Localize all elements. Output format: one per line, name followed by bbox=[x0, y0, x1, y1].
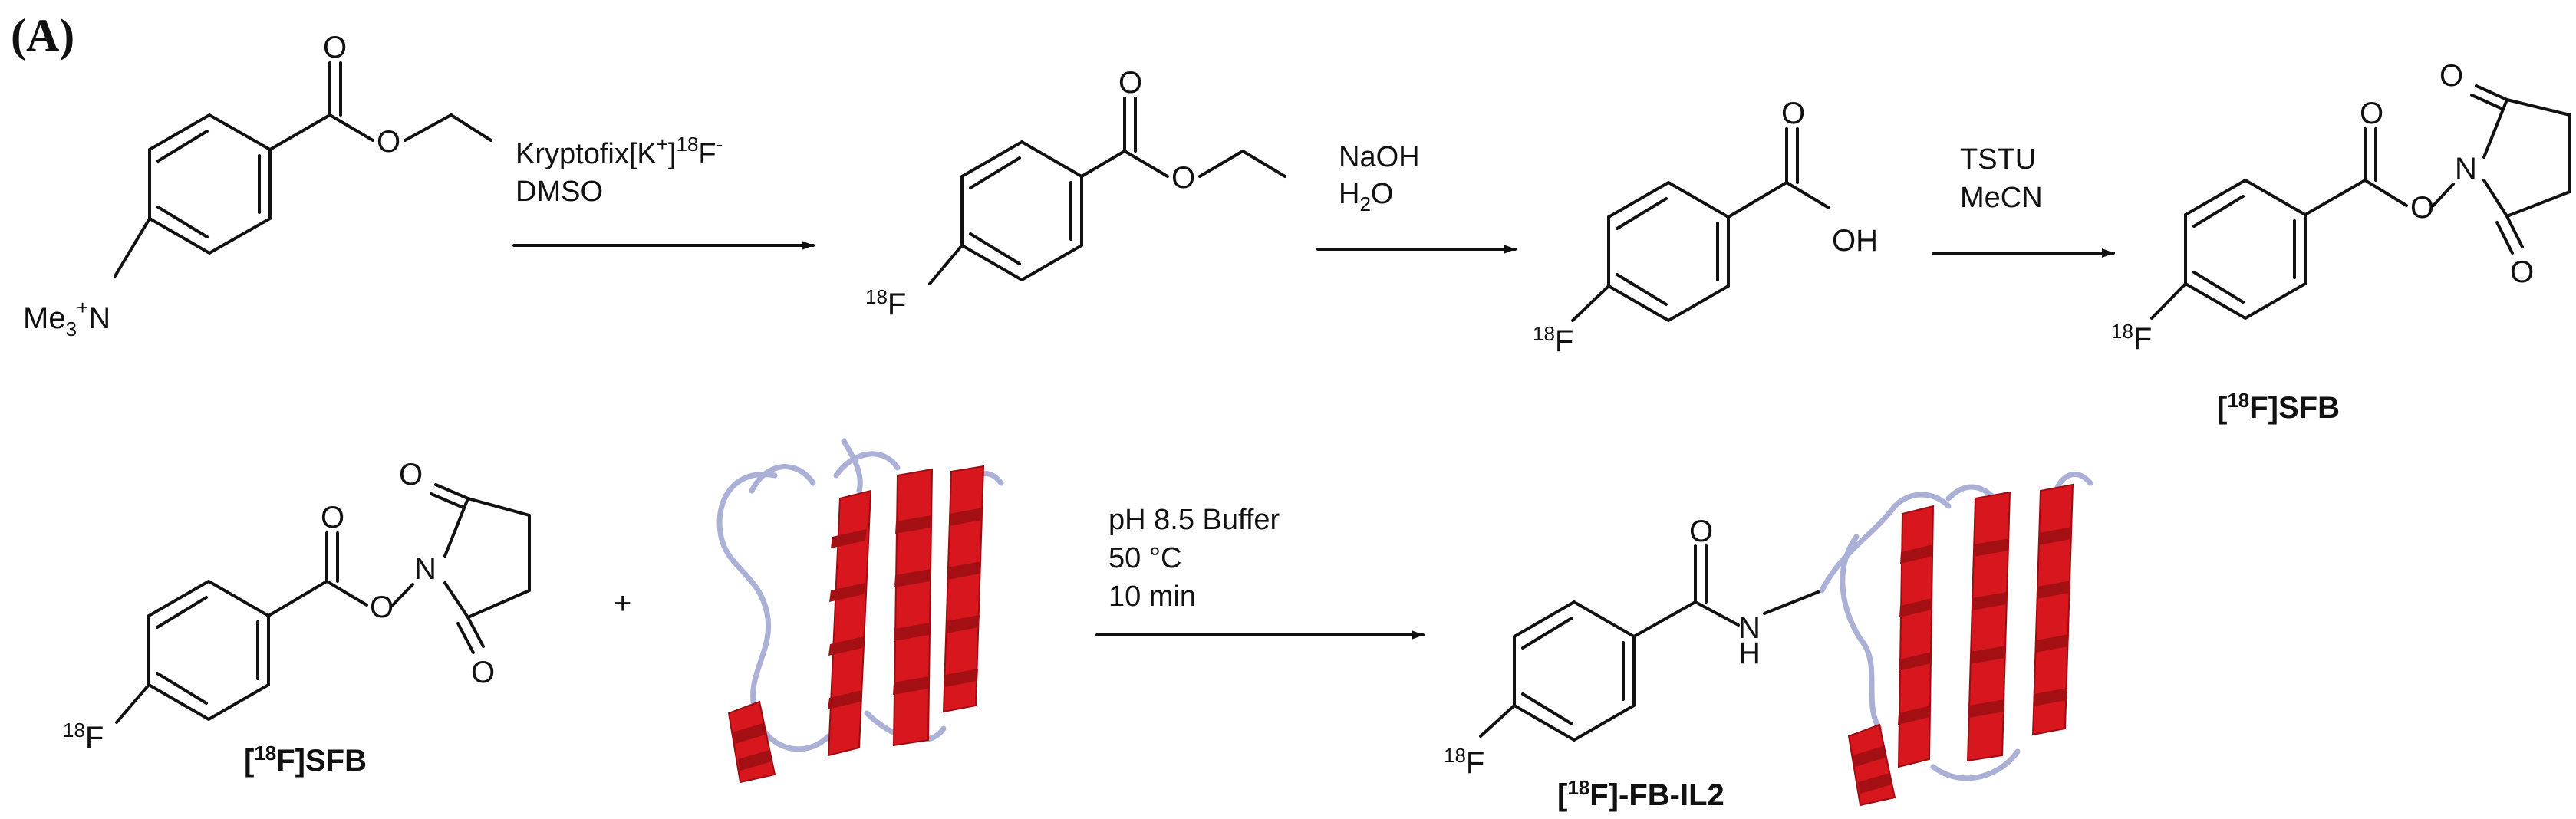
carbonyl-oxygen: O bbox=[1118, 66, 1142, 100]
helix-3 bbox=[2031, 483, 2074, 736]
sfb-label-top: [18F]SFB bbox=[2217, 389, 2340, 425]
protein-ribbon-icon bbox=[716, 438, 1004, 784]
panel-label: (A) bbox=[11, 10, 74, 61]
helix-4 bbox=[727, 700, 776, 784]
imide-oxygen: O bbox=[2439, 59, 2463, 93]
condition-time: 10 min bbox=[1108, 581, 1196, 613]
carbonyl-oxygen: O bbox=[2360, 97, 2383, 130]
molecule-fluorobenzoic-acid: O OH 18F bbox=[1533, 97, 1878, 358]
sfb-label-bottom: [18F]SFB bbox=[244, 742, 367, 778]
carbonyl-oxygen: O bbox=[321, 501, 344, 534]
fluorine-18-label: 18F bbox=[63, 719, 104, 755]
condition-buffer: pH 8.5 Buffer bbox=[1108, 504, 1280, 536]
amide-hydrogen: H bbox=[1738, 636, 1761, 670]
molecule-fluorobenzoyl-amide: O N H 18F bbox=[1444, 515, 1823, 780]
fluorine-18-label: 18F bbox=[865, 285, 906, 321]
solvent-dmso: DMSO bbox=[516, 176, 603, 208]
amide-nitrogen: N bbox=[1738, 611, 1761, 645]
molecule-ethyl-fluorobenzoate: O O 18F bbox=[865, 66, 1286, 321]
carbonyl-oxygen: O bbox=[1689, 515, 1713, 548]
plus-sign: + bbox=[614, 587, 631, 620]
solvent-mecn: MeCN bbox=[1960, 182, 2043, 214]
helix-3 bbox=[942, 465, 985, 713]
solvent-water: H2O bbox=[1339, 178, 1393, 215]
fluorine-18-label: 18F bbox=[1533, 322, 1573, 358]
reagent-naoh: NaOH bbox=[1339, 141, 1420, 173]
helix-4 bbox=[1847, 723, 1896, 807]
molecule-ethyl-trimethylammonio-benzoate: O O Me3+N bbox=[23, 31, 492, 340]
ester-oxygen: O bbox=[1171, 161, 1195, 195]
helix-1 bbox=[827, 489, 872, 757]
product-label: [18F]-FB-IL2 bbox=[1557, 776, 1724, 812]
fluorine-18-label: 18F bbox=[2111, 320, 2152, 356]
hydroxyl-group: OH bbox=[1832, 224, 1878, 258]
reagent-tstu: TSTU bbox=[1960, 143, 2036, 176]
protein-ribbon-icon bbox=[1819, 472, 2093, 807]
condition-temperature: 50 °C bbox=[1108, 542, 1181, 574]
imide-nitrogen: N bbox=[414, 552, 436, 586]
helix-2 bbox=[1966, 491, 2011, 762]
ester-oxygen: O bbox=[2410, 191, 2434, 225]
imide-nitrogen: N bbox=[2455, 152, 2477, 186]
helix-2 bbox=[892, 468, 934, 747]
molecule-sfb-top: O O N O O 18F bbox=[2111, 59, 2571, 356]
ester-oxygen: O bbox=[377, 125, 400, 159]
reagent-kryptofix: Kryptofix[K+]18F- bbox=[516, 133, 723, 170]
carbonyl-oxygen: O bbox=[323, 31, 347, 64]
molecule-sfb-bottom: O O N O O 18F bbox=[63, 458, 531, 755]
ester-oxygen: O bbox=[370, 590, 394, 624]
fluorine-18-label: 18F bbox=[1444, 744, 1484, 780]
imide-oxygen: O bbox=[471, 656, 495, 689]
carbonyl-oxygen: O bbox=[1781, 97, 1805, 130]
helix-1 bbox=[1897, 505, 1935, 768]
imide-oxygen: O bbox=[2510, 255, 2534, 289]
trimethylammonium-group: Me3+N bbox=[23, 296, 110, 340]
imide-oxygen: O bbox=[399, 458, 423, 492]
